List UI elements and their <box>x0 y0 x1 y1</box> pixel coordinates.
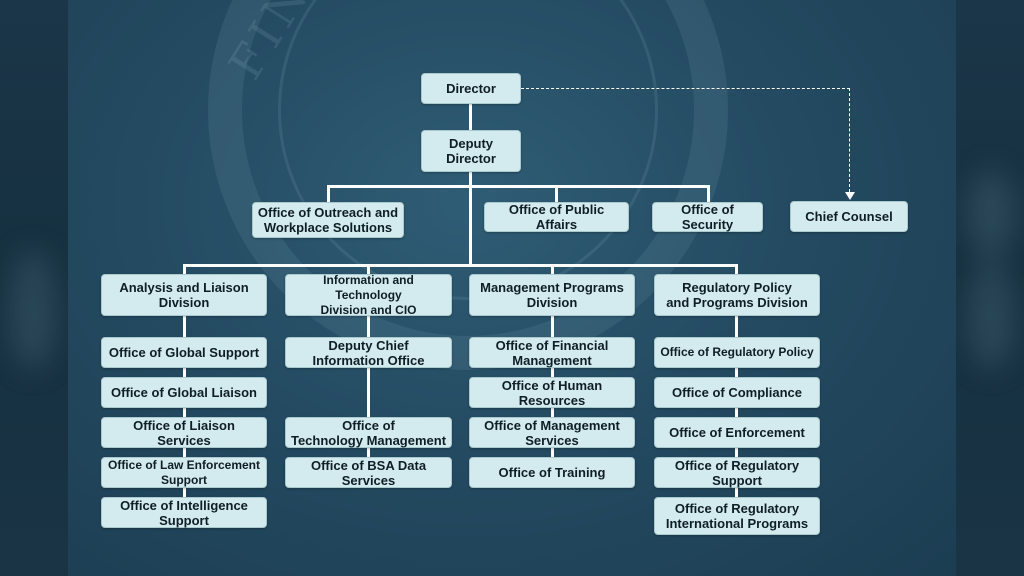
box-public-affairs[interactable]: Office of Public Affairs <box>484 202 629 232</box>
box-training[interactable]: Office of Training <box>469 457 635 488</box>
box-financial-management[interactable]: Office of Financial Management <box>469 337 635 368</box>
box-technology-management[interactable]: Office of Technology Management <box>285 417 452 448</box>
box-global-support[interactable]: Office of Global Support <box>101 337 267 368</box>
box-intelligence-support[interactable]: Office of Intelligence Support <box>101 497 267 528</box>
blur-blob <box>8 250 58 370</box>
connector-deputy-trunk <box>469 172 472 266</box>
box-director[interactable]: Director <box>421 73 521 104</box>
connector-staff-outreach <box>327 185 330 202</box>
box-regulatory-international-programs[interactable]: Office of Regulatory International Progr… <box>654 497 820 535</box>
box-regulatory-policy-division[interactable]: Regulatory Policy and Programs Division <box>654 274 820 316</box>
connector-staff-security <box>707 185 710 202</box>
connector-column-1 <box>183 316 186 514</box>
connector-staff-bar <box>327 185 710 188</box>
dashed-connector-vertical <box>849 88 850 192</box>
box-information-technology-division[interactable]: Information and Technology Division and … <box>285 273 452 317</box>
connector-division-1 <box>183 264 186 274</box>
connector-column-2 <box>367 316 370 474</box>
box-global-liaison[interactable]: Office of Global Liaison <box>101 377 267 408</box>
box-chief-counsel[interactable]: Chief Counsel <box>790 201 908 232</box>
box-bsa-data-services[interactable]: Office of BSA Data Services <box>285 457 452 488</box>
arrow-down-icon <box>845 192 855 200</box>
box-outreach-workplace[interactable]: Office of Outreach and Workplace Solutio… <box>252 202 404 238</box>
box-deputy-chief-information-office[interactable]: Deputy Chief Information Office <box>285 337 452 368</box>
connector-division-2 <box>367 264 370 274</box>
box-human-resources[interactable]: Office of Human Resources <box>469 377 635 408</box>
box-management-programs-division[interactable]: Management Programs Division <box>469 274 635 316</box>
connector-director-deputy <box>469 104 472 130</box>
blur-blob <box>966 170 1016 260</box>
connector-division-bar <box>183 264 738 267</box>
box-deputy-director[interactable]: Deputy Director <box>421 130 521 172</box>
box-management-services[interactable]: Office of Management Services <box>469 417 635 448</box>
dashed-connector-horizontal <box>521 88 850 89</box>
left-blurred-margin <box>0 0 68 576</box>
box-security[interactable]: Office of Security <box>652 202 763 232</box>
box-liaison-services[interactable]: Office of Liaison Services <box>101 417 267 448</box>
connector-staff-public-affairs <box>555 185 558 202</box>
connector-column-4 <box>735 316 738 516</box>
box-compliance[interactable]: Office of Compliance <box>654 377 820 408</box>
box-analysis-liaison-division[interactable]: Analysis and Liaison Division <box>101 274 267 316</box>
connector-division-4 <box>735 264 738 274</box>
box-enforcement[interactable]: Office of Enforcement <box>654 417 820 448</box>
box-regulatory-policy[interactable]: Office of Regulatory Policy <box>654 337 820 368</box>
right-blurred-margin <box>956 0 1024 576</box>
box-regulatory-support[interactable]: Office of Regulatory Support <box>654 457 820 488</box>
box-law-enforcement-support[interactable]: Office of Law Enforcement Support <box>101 457 267 488</box>
blur-blob <box>966 260 1016 370</box>
connector-division-3 <box>551 264 554 274</box>
